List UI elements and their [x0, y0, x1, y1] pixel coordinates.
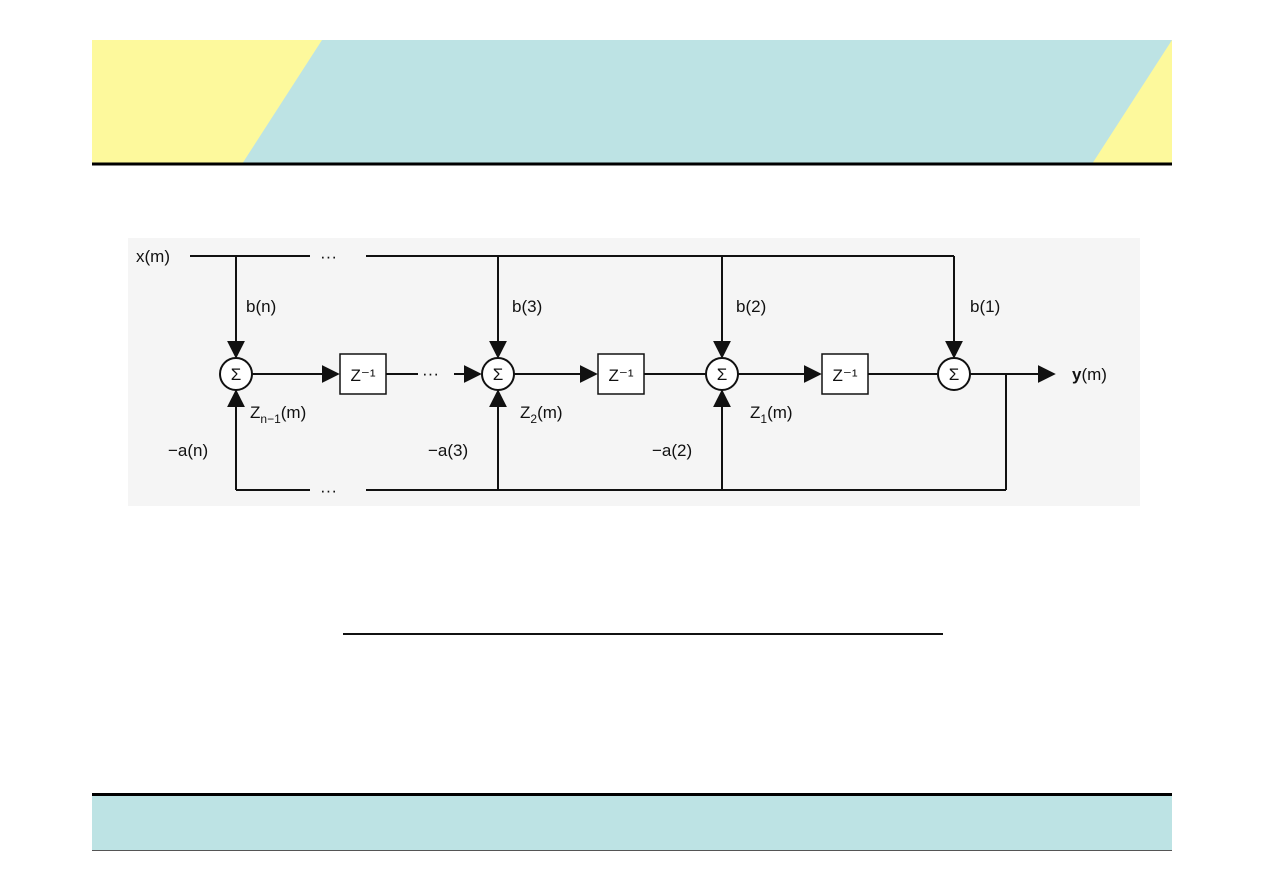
- input-label: x(m): [136, 247, 170, 266]
- sum-node-n: Σ: [219, 357, 253, 391]
- delay-block-2: Z⁻¹: [597, 353, 645, 395]
- coef-a-3: −a(3): [428, 441, 468, 460]
- delay-block-1: Z⁻¹: [339, 353, 387, 395]
- slide-header-banner: [92, 40, 1172, 166]
- bottom-bus-ellipsis: ···: [320, 481, 337, 500]
- state-label-n-minus-1: Zn−1(m): [250, 403, 306, 426]
- output-label-rest: (m): [1081, 365, 1106, 384]
- sum-symbol-n: Σ: [231, 365, 242, 384]
- coef-b-2: b(2): [736, 297, 766, 316]
- coef-b-1: b(1): [970, 297, 1000, 316]
- content-separator-line: [343, 633, 943, 635]
- state-label-2: Z2(m): [520, 403, 563, 426]
- output-label-y: y: [1072, 365, 1082, 384]
- coef-a-2: −a(2): [652, 441, 692, 460]
- sum-symbol-2: Σ: [717, 365, 728, 384]
- filter-block-diagram: x(m) ··· b(n) b(3) b(2) b(1) Σ Σ Σ Σ: [128, 238, 1140, 506]
- coef-a-n: −a(n): [168, 441, 208, 460]
- slide-footer-band: [92, 793, 1172, 851]
- top-bus-ellipsis: ···: [320, 247, 337, 266]
- delay-label-3: Z⁻¹: [832, 366, 857, 385]
- delay-label-1: Z⁻¹: [350, 366, 375, 385]
- header-cyan-band: [242, 40, 1172, 164]
- delay-label-2: Z⁻¹: [608, 366, 633, 385]
- state-label-1: Z1(m): [750, 403, 793, 426]
- sum-node-1: Σ: [937, 357, 971, 391]
- sum-symbol-3: Σ: [493, 365, 504, 384]
- sum-node-3: Σ: [481, 357, 515, 391]
- delay-block-3: Z⁻¹: [821, 353, 869, 395]
- output-label: y(m): [1072, 365, 1107, 384]
- forward-ellipsis: ···: [422, 364, 439, 383]
- coef-b-n: b(n): [246, 297, 276, 316]
- sum-node-2: Σ: [705, 357, 739, 391]
- sum-symbol-1: Σ: [949, 365, 960, 384]
- coef-b-3: b(3): [512, 297, 542, 316]
